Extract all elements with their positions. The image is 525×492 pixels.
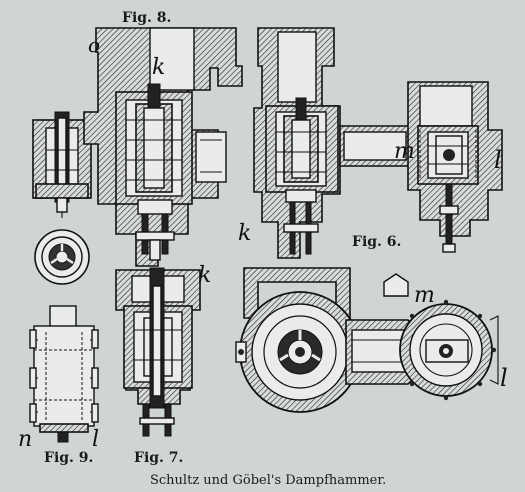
fig9-drawing [29,305,99,443]
letter-m-top: m [394,139,415,164]
figure-caption: Schultz und Göbel's Dampfhammer. [150,473,386,488]
letter-m-bottom: m [414,283,435,308]
fig8-label: Fig. 8. [122,10,171,26]
fig9-label: Fig. 9. [44,450,93,466]
letter-l-top: l [494,146,502,174]
fig8-disc-plan [34,229,90,285]
main-valve-chest [83,27,243,267]
fig8-drawing [32,111,92,218]
letter-o: o [88,33,100,57]
fig7-drawing [115,267,201,437]
letter-k-fig7: k [198,263,211,288]
letter-k-left: k [238,221,251,246]
letter-l-fig9: l [92,427,99,452]
letter-n-fig9: n [18,427,32,452]
plan-view-drawing [235,267,499,413]
fig6-label: Fig. 6. [352,234,401,250]
fig7-label: Fig. 7. [134,450,183,466]
letter-k-top: k [152,55,165,80]
letter-l-right: l [500,364,508,392]
pentagon-detail [383,273,409,297]
fig6-drawing [253,27,503,259]
